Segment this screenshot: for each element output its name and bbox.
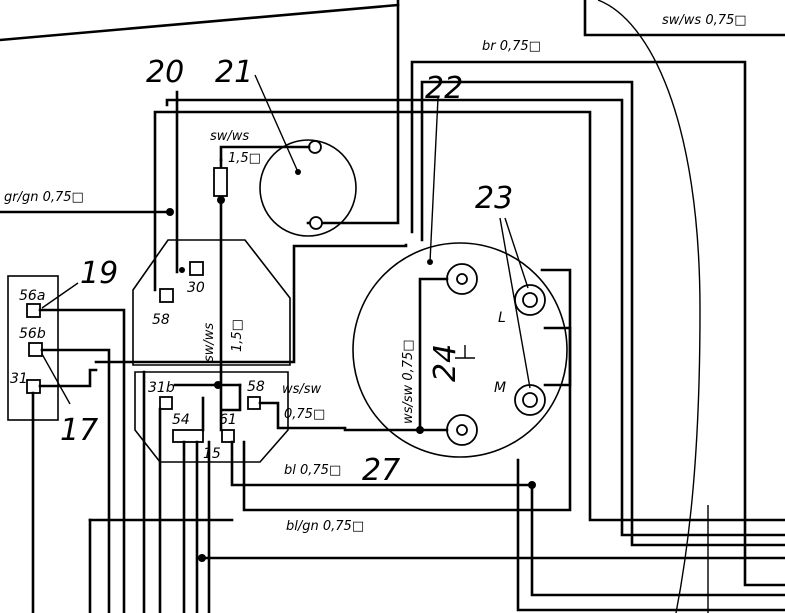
terminal-label-56a: 56a: [19, 288, 45, 304]
junction-dot: [166, 208, 174, 216]
terminal-label-30-switch: 30: [187, 280, 205, 296]
label-19: 19: [80, 256, 118, 291]
wire-56a: [38, 308, 126, 613]
wire-label-ws-sw-right-1: ws/sw: [282, 382, 322, 397]
junction-dot: [179, 267, 185, 273]
wire-bl-gn: [242, 268, 572, 512]
wire-label-br: br 0,75□: [482, 39, 541, 54]
terminal-label-31: 31: [10, 371, 28, 387]
terminal-label-61: 61: [219, 412, 237, 428]
wiper-switch-housing: [134, 371, 289, 463]
label-27: 27: [362, 453, 400, 488]
leader-19: [41, 282, 79, 309]
wire-label-gr-gn: gr/gn 0,75□: [4, 190, 84, 205]
wire-label-sw-ws-vertical-2: 1,5□: [230, 319, 245, 352]
wire-31-right: [38, 368, 98, 388]
wire-56b: [40, 348, 111, 613]
lamp-21-terminal-top: [308, 140, 322, 154]
leader-21: [254, 74, 299, 173]
wire-loop-4: [94, 243, 408, 364]
terminal-56a: [26, 303, 41, 318]
wire-top-left: [0, 3, 400, 42]
wire-bottom-right-2: [516, 458, 785, 612]
leader-23-b: [499, 217, 531, 389]
wire-lamp-top: [219, 145, 311, 162]
terminal-58-right: [247, 396, 261, 410]
contact-L-inner: [522, 292, 538, 308]
terminal-label-58-right: 58: [247, 379, 265, 395]
wire-label-bl: bl 0,75□: [284, 463, 341, 478]
leader-23-a: [504, 217, 529, 289]
wire-top-right-harness: [583, 0, 785, 37]
terminal-label-15: 15: [203, 446, 221, 462]
wire-loop-2: [153, 110, 785, 522]
leader-22: [429, 97, 439, 263]
motor-center-dot: [427, 259, 433, 265]
motor-winding: [418, 277, 449, 432]
motor-symbol: [455, 345, 475, 359]
wire-label-ws-sw-right-2: 0,75□: [284, 407, 325, 422]
motor-terminal-bottom-inner: [456, 424, 468, 436]
terminal-30-switch: [189, 261, 204, 276]
wire-ws-sw: [258, 401, 422, 432]
light-switch-housing: [132, 239, 291, 366]
wire-contacts: [543, 326, 572, 387]
label-20: 20: [146, 55, 184, 90]
terminal-58-switch: [159, 288, 174, 303]
wire-loop-1: [165, 98, 785, 537]
wire-label-sw-ws-lamp-1: sw/ws: [210, 129, 249, 144]
terminal-label-54: 54: [172, 412, 190, 428]
wire-label-sw-ws-lamp-2: 1,5□: [228, 151, 261, 166]
label-23: 23: [475, 181, 513, 216]
wire-label-sw-ws-vertical-1: sw/ws: [202, 323, 217, 362]
label-21: 21: [215, 55, 253, 90]
junction-dot: [217, 196, 225, 204]
wire-top-drop: [306, 0, 400, 225]
lamp-21-center-dot: [295, 169, 301, 175]
terminal-label-58-switch: 58: [152, 312, 170, 328]
wire-label-bl-gn: bl/gn 0,75□: [286, 519, 364, 534]
terminal-54: [172, 429, 204, 443]
label-17: 17: [60, 413, 98, 448]
wire-bl: [230, 440, 534, 487]
wire-switch-link-3: [220, 383, 242, 412]
fuse: [213, 167, 228, 197]
wire-br: [410, 60, 785, 587]
terminal-label-31b: 31b: [148, 380, 175, 396]
junction-dot: [198, 554, 206, 562]
motor-label-L: L: [498, 310, 506, 326]
terminal-31: [26, 379, 41, 394]
terminal-61: [221, 429, 235, 443]
wire-loop-3: [420, 80, 785, 547]
motor-label-M: M: [494, 380, 506, 396]
lamp-21-terminal-bottom: [309, 216, 323, 230]
leader-17: [41, 353, 71, 405]
wiper-motor-22: [352, 242, 568, 458]
wire-label-ws-sw-vertical: ws/sw 0,75□: [401, 339, 416, 424]
terminal-31b: [159, 396, 173, 410]
terminal-56b: [28, 342, 43, 357]
wire-bottom-right: [530, 483, 785, 597]
motor-terminal-top-inner: [456, 273, 468, 285]
wire-label-sw-ws-top: sw/ws 0,75□: [662, 13, 747, 28]
label-22: 22: [425, 71, 463, 106]
lamp-21: [259, 139, 357, 237]
contact-M-inner: [522, 392, 538, 408]
terminal-label-56b: 56b: [19, 326, 46, 342]
label-24: 24: [428, 344, 463, 382]
